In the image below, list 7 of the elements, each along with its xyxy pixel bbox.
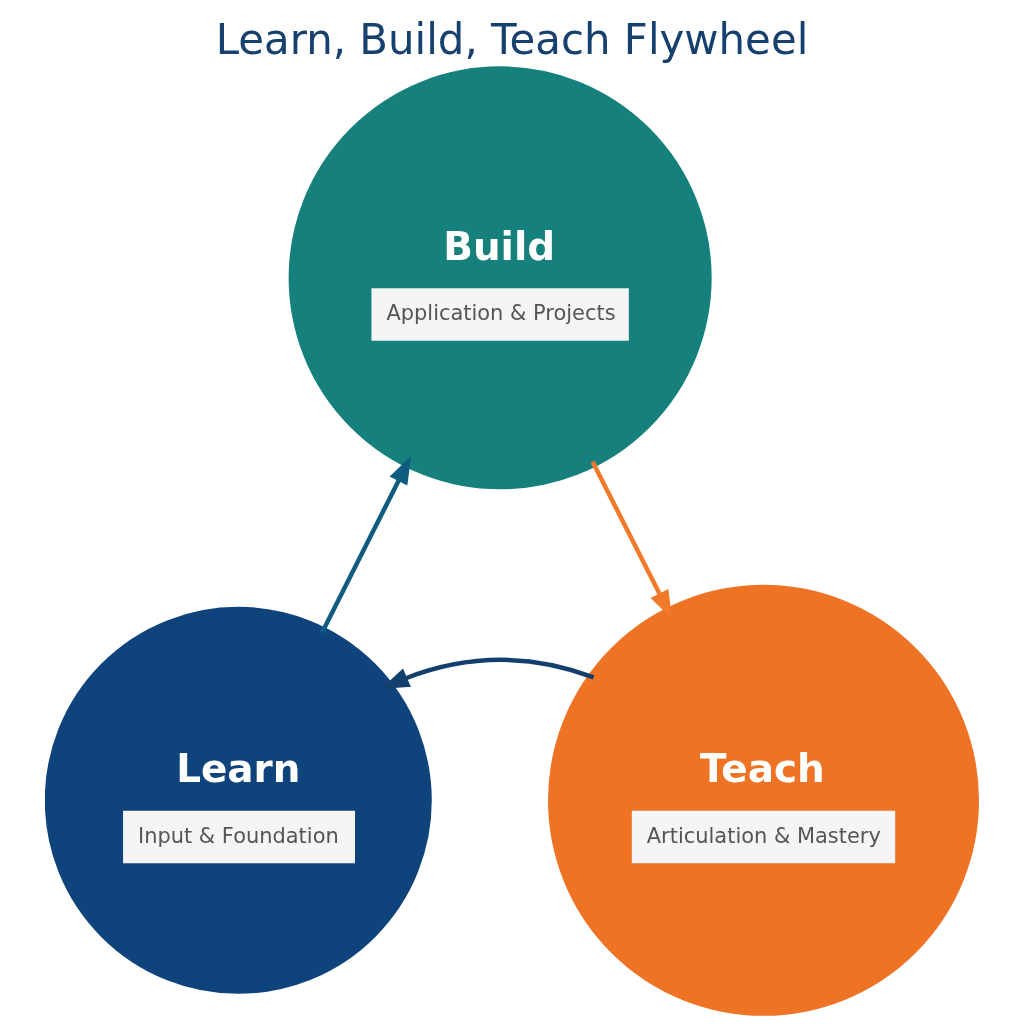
diagram-title: Learn, Build, Teach Flywheel [215, 14, 809, 64]
arrow [320, 455, 412, 634]
node-circle: Teach Articulation & Mastery [548, 584, 979, 1016]
arrow [590, 460, 673, 619]
node-circle: Learn Input & Foundation [45, 606, 432, 994]
node-circle: Build Application & Projects [288, 66, 712, 490]
arrow [380, 657, 595, 689]
